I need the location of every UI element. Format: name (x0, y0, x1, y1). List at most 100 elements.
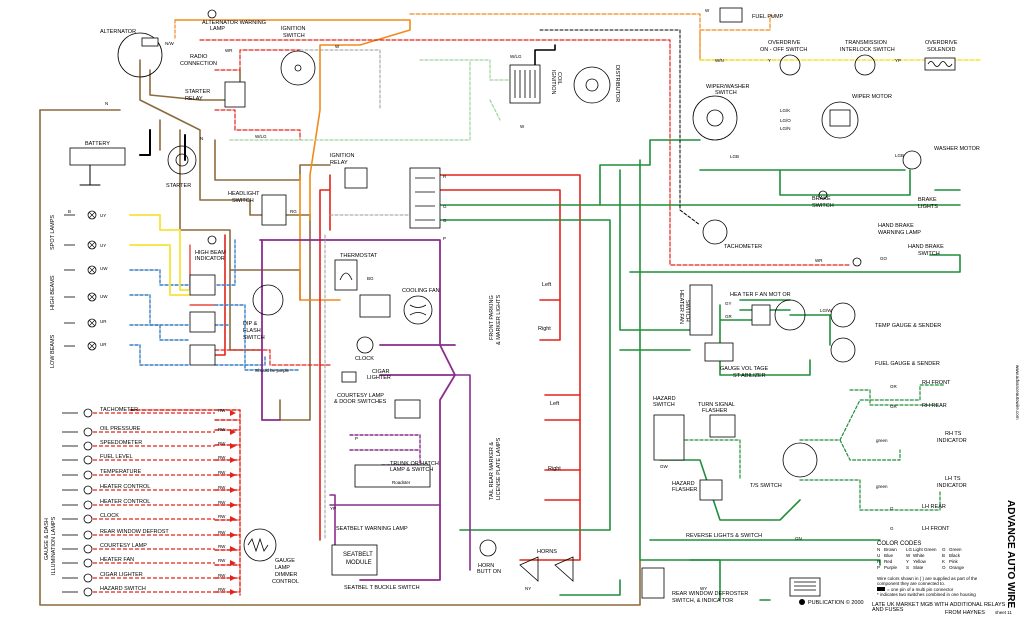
black-wire (79, 164, 101, 186)
wire-code: UW (100, 266, 108, 271)
wire-code: RW (218, 558, 226, 563)
wire-code: RG (290, 209, 297, 214)
heater-fan-switch-symbol (689, 284, 713, 336)
publisher-logo-icon (799, 599, 805, 605)
trunk-label-2: LAMP & SWITCH (390, 467, 433, 473)
wire-code: LG/K (780, 108, 790, 113)
color-note-3: = one pin of a multi pin connector (887, 587, 954, 592)
left-label: Left (542, 282, 552, 288)
tachometer-symbol (702, 219, 728, 245)
defroster-switch-symbol (641, 567, 665, 599)
wire-code: RW (218, 530, 226, 535)
purple-wire (379, 344, 456, 376)
dip-flash-switch-symbol (252, 284, 284, 316)
arrow-icon (230, 516, 236, 522)
tail-label-2: LICENSE PLATE LAMPS (496, 437, 502, 500)
red-dashed-wire (199, 39, 851, 266)
fan-relay-symbol (359, 294, 391, 318)
thermostat-label: THERMOSTAT (340, 253, 378, 259)
purple-wire (261, 239, 281, 421)
seatbelt-module-label-2: MODULE (346, 560, 372, 566)
gauge-dash-label-2: ILLUMINATION LAMPS (51, 516, 57, 575)
red-wire (544, 394, 581, 501)
color-code-cell: Orange (949, 565, 965, 570)
lamp-icon (87, 265, 97, 275)
interlock-label-1: TRANSMISSION (845, 40, 887, 46)
overdrive-switch-symbol (779, 54, 801, 76)
od-solenoid-label-1: OVERDRIVE (925, 40, 958, 46)
gauge-dash-label-1: GAUGE & DASH (44, 518, 50, 560)
headlamp-row (64, 318, 97, 328)
fuel-pump-label: FUEL PUMP (752, 14, 784, 20)
wire-code: G (890, 506, 894, 511)
red-wire (539, 299, 561, 341)
orange-wire (174, 19, 411, 221)
black-wire (539, 29, 701, 226)
lamp-icon (83, 441, 93, 451)
white-dashed-wire (299, 49, 381, 111)
hand-brake-lamp-label-2: WARNING LAMP (878, 230, 921, 236)
color-code-cell: U (877, 553, 880, 558)
green-note: green (876, 484, 888, 489)
wire-code: WR (815, 258, 823, 263)
interlock-switch-symbol (854, 54, 876, 76)
high-beam-ind-label-2: INDICATOR (195, 256, 225, 262)
od-switch-label-1: OVERDRIVE (768, 40, 801, 46)
color-code-cell: Y (906, 559, 909, 564)
heater-fan-switch-label-2: SWITCH (684, 300, 690, 322)
lightgreen-dashed-wire (419, 59, 521, 121)
front-parking-label-1: FRONT PARKING (489, 295, 495, 340)
voltage-stabilizer-symbol (704, 342, 734, 362)
ts-flasher-label-2: FLASHER (702, 408, 727, 414)
defroster-label-1: REAR WINDOW DEFROSTER (672, 591, 748, 597)
heater-motor-label: HEA TER F AN MOT OR (730, 292, 791, 298)
headlamp-row (64, 292, 97, 302)
wire-code: GY (725, 301, 732, 306)
lightgreen-dashed-wire (229, 59, 471, 141)
relay-symbol (189, 311, 216, 333)
lh-ts-label-1: LH TS (945, 476, 961, 482)
wire-code: RW (218, 573, 226, 578)
blue-dashed-wire (129, 269, 191, 286)
wire-codes: N/W W WR N W/LG N B UY UY UW UW UR UR RG… (68, 8, 904, 591)
color-code-cell: Blue (884, 553, 894, 558)
red-wire (319, 174, 331, 541)
distributor-symbol (573, 66, 611, 104)
lamp-icon (87, 318, 97, 328)
orange-wire (299, 174, 341, 301)
roadster-label: Roadster (392, 480, 411, 485)
dimmer-control-symbol (243, 528, 277, 562)
blue-dashed-wire (129, 324, 191, 341)
yellow-wire (129, 244, 191, 296)
wire-code: WR (225, 48, 233, 53)
wire-code: BG (367, 276, 374, 281)
lh-rear-label: LH REAR (922, 504, 946, 510)
starter-label: STARTER (166, 183, 191, 189)
lamp-icon (83, 485, 93, 495)
green-note: green (876, 438, 888, 443)
wiper-motor-symbol (821, 101, 859, 139)
ign-relay-label-2: RELAY (330, 160, 348, 166)
trunk-lamp-symbol (354, 464, 431, 488)
color-code-cell: B (942, 553, 945, 558)
lamp-icon (83, 558, 93, 568)
brand-logo: ADVANCE AUTO WIRE (1005, 500, 1016, 608)
cooling-fan-symbol (403, 295, 433, 325)
clock-label: CLOCK (355, 356, 374, 362)
starter-symbol (167, 145, 197, 175)
ign-switch-label-1: IGNITION (281, 26, 305, 32)
wire-code: RW (218, 408, 226, 413)
ts-switch-symbol (782, 442, 818, 478)
left-lamps (64, 210, 97, 351)
black-wire (534, 44, 556, 66)
right-label: Right (538, 326, 551, 332)
brown-wire (279, 299, 311, 421)
wire-code: UY (100, 213, 106, 218)
color-codes-title: COLOR CODES (877, 541, 921, 547)
lamp-icon (207, 9, 217, 19)
should-be-purple-note: Should be purple (255, 368, 290, 373)
red-dashed-wire (214, 109, 301, 141)
